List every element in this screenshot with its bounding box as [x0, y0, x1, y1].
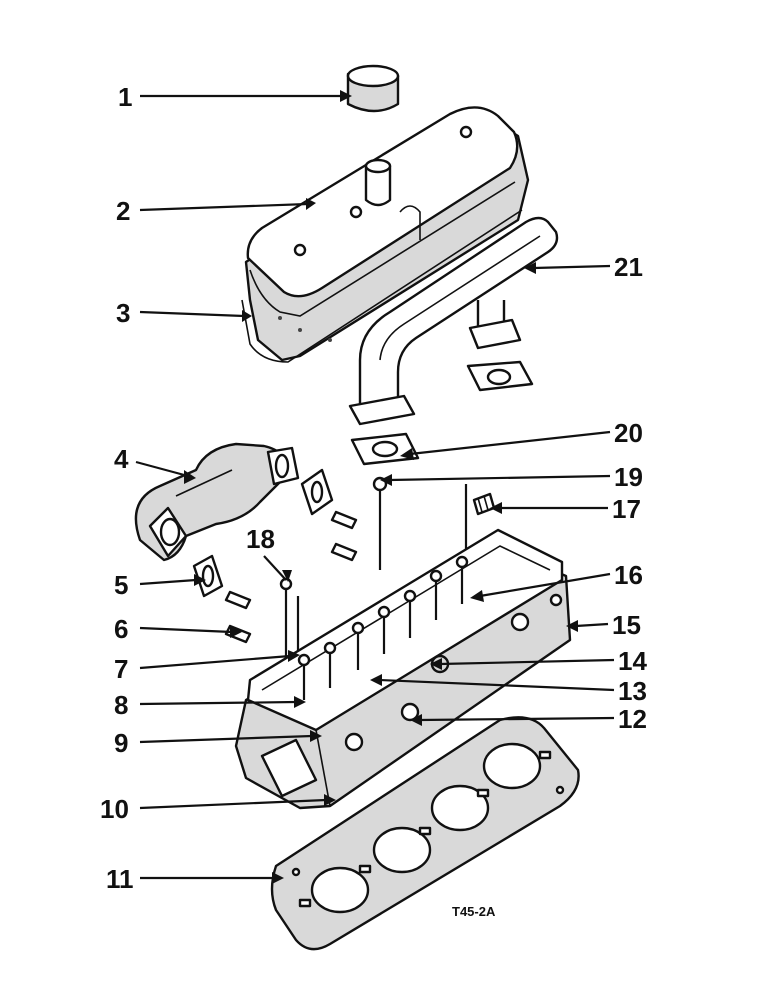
callout-3: 3 — [116, 298, 130, 328]
arrowheads — [184, 90, 578, 884]
part-gasket-4 — [300, 468, 334, 516]
part-cylinder-head — [234, 528, 572, 810]
callout-17: 17 — [612, 494, 641, 524]
part-gasket-5 — [192, 554, 224, 598]
callout-12: 12 — [618, 704, 647, 734]
part-valve-cover — [241, 106, 530, 363]
callout-20: 20 — [614, 418, 643, 448]
figure-code: T45-2A — [452, 904, 496, 919]
part-gasket-20 — [350, 432, 420, 466]
part-outlet-elbow — [134, 442, 300, 562]
callout-2: 2 — [116, 196, 130, 226]
callout-7: 7 — [114, 654, 128, 684]
callout-21: 21 — [614, 252, 643, 282]
callout-5: 5 — [114, 570, 128, 600]
callout-8: 8 — [114, 690, 128, 720]
callout-9: 9 — [114, 728, 128, 758]
part-manifold-pipe — [348, 216, 559, 426]
callout-19: 19 — [614, 462, 643, 492]
callout-14: 14 — [618, 646, 647, 676]
part-head-gasket — [270, 716, 580, 951]
callout-15: 15 — [612, 610, 641, 640]
callout-18: 18 — [246, 524, 275, 554]
callout-labels: 1 2 3 4 5 6 7 8 9 10 11 12 13 14 15 16 1… — [100, 82, 647, 894]
callout-10: 10 — [100, 794, 129, 824]
callout-11: 11 — [106, 864, 134, 894]
part-plug-17 — [472, 492, 496, 516]
part-breather-cap — [346, 64, 400, 113]
callout-4: 4 — [114, 444, 129, 474]
leader-lines — [135, 94, 615, 880]
callout-16: 16 — [614, 560, 643, 590]
callout-1: 1 — [118, 82, 132, 112]
callout-6: 6 — [114, 614, 128, 644]
callout-13: 13 — [618, 676, 647, 706]
